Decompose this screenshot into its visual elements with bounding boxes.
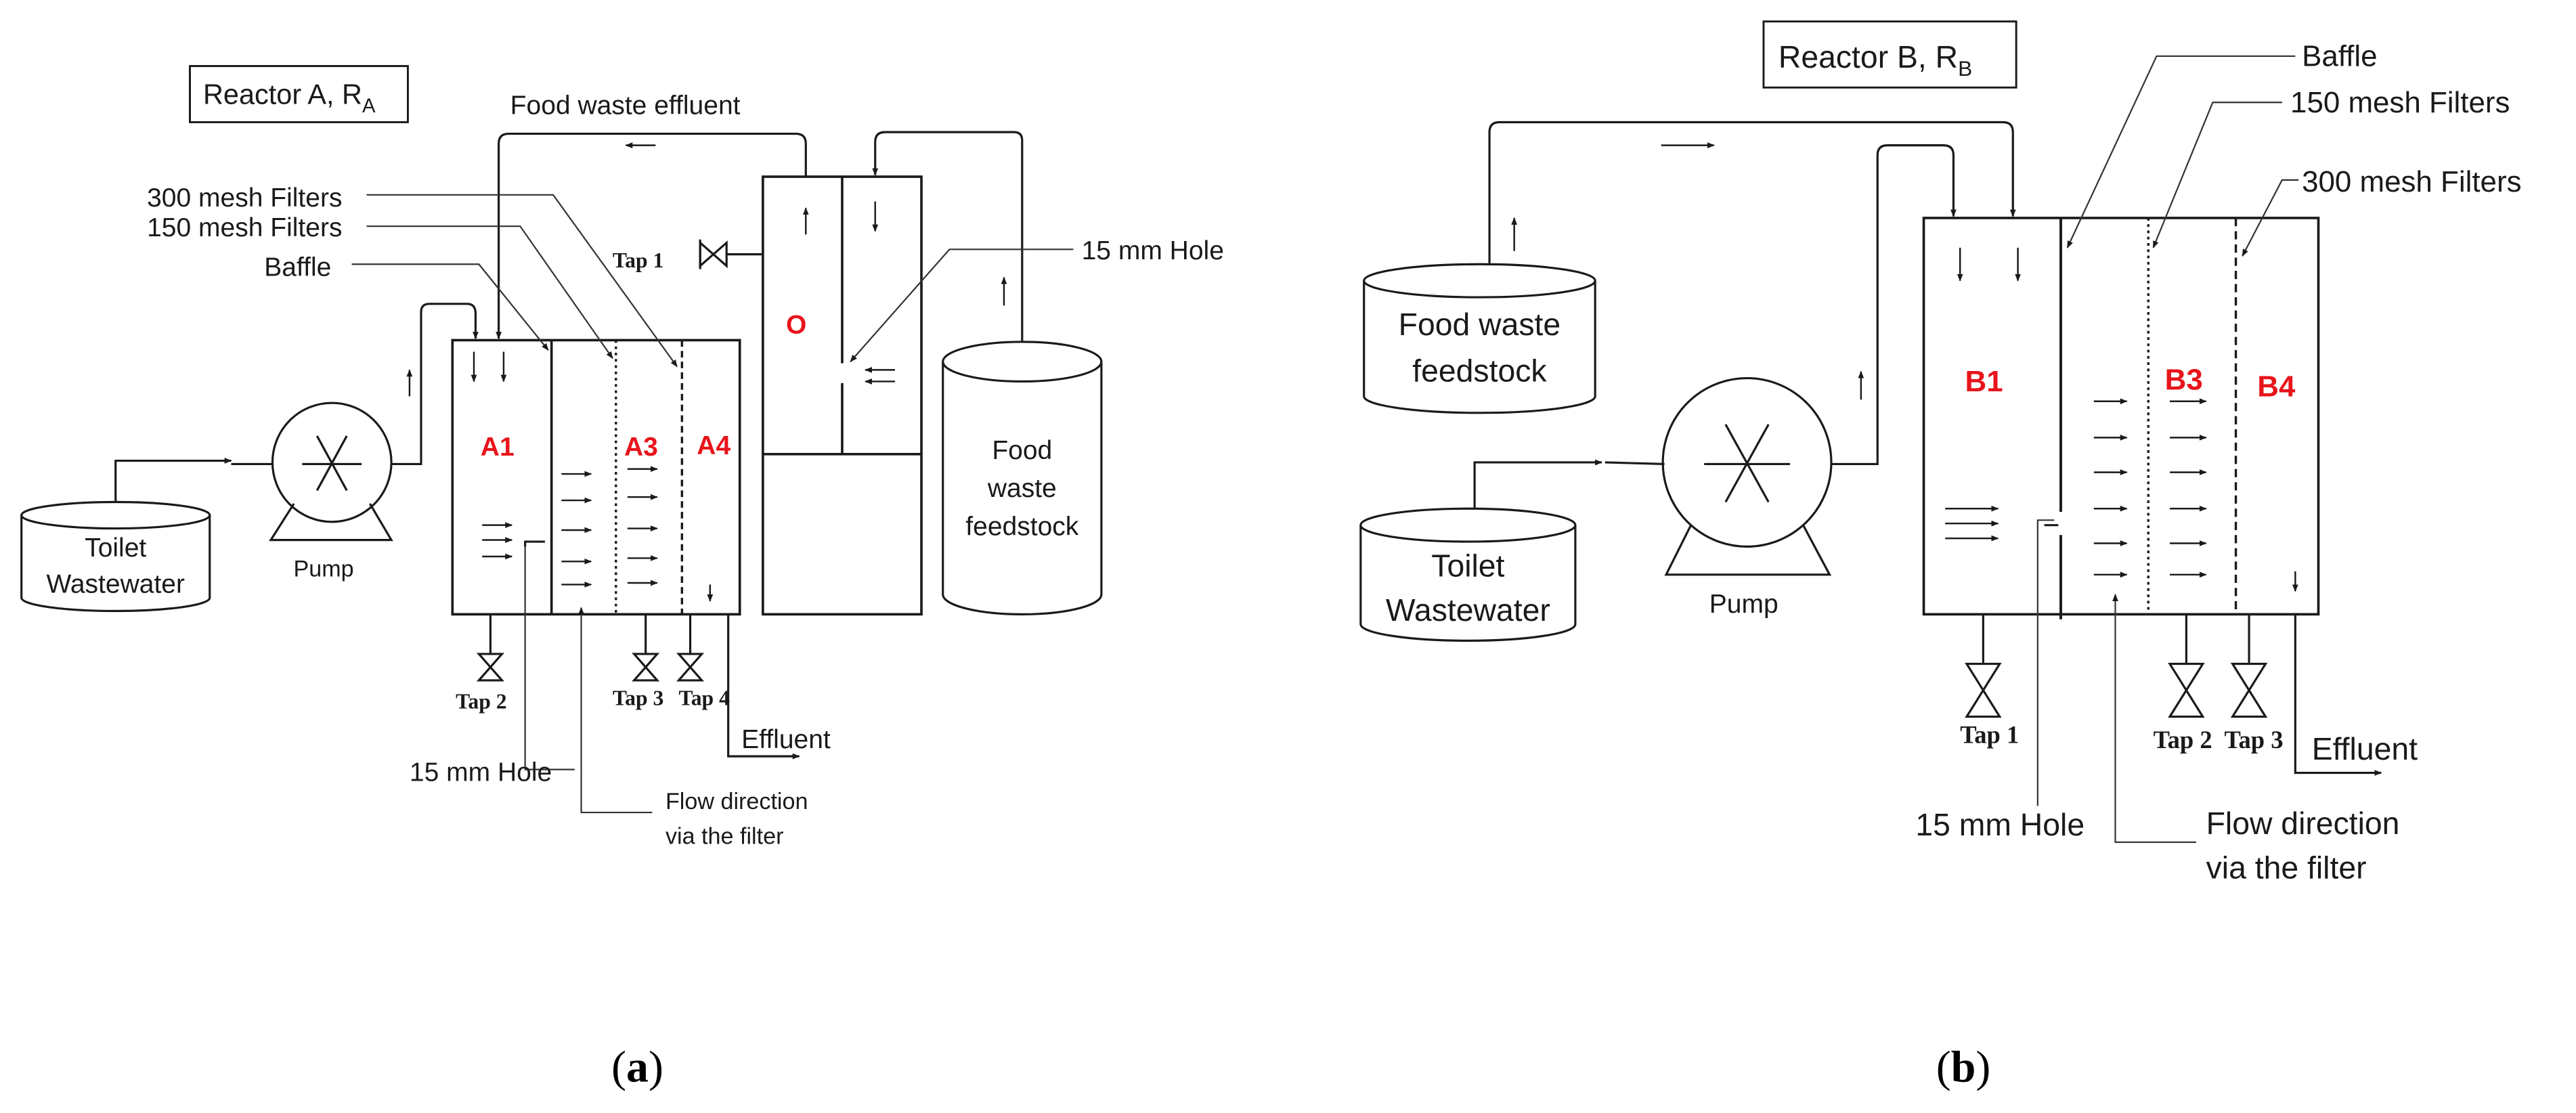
panel-a-leader-lines [351, 194, 1074, 814]
panel-b-mesh150-label: 150 mesh Filters [2290, 86, 2510, 119]
panel-b-text: Reactor B, RB Baffle 150 mesh Filters 30… [1386, 39, 2522, 1092]
panel-a-title: Reactor A, RA [203, 79, 376, 117]
panel-b [1359, 20, 2382, 844]
panel-a-compartment-o: O [786, 311, 806, 340]
panel-a-pump-label: Pump [293, 556, 353, 582]
panel-a-tap3-valve [632, 614, 660, 682]
panel-a-mesh300-label: 300 mesh Filters [147, 183, 342, 213]
panel-a-effluent-line [727, 614, 800, 760]
panel-b-mesh300-label: 300 mesh Filters [2302, 165, 2521, 198]
panel-a-compartment-a4: A4 [697, 431, 730, 460]
panel-a-hole-top-label: 15 mm Hole [1082, 236, 1224, 265]
panel-b-caption: (b) [1936, 1043, 1990, 1092]
panel-b-pipe-feedstock-reactor [1488, 121, 2016, 265]
panel-a-tap2-label: Tap 2 [456, 689, 506, 713]
panel-b-toilet-label-1: Toilet [1431, 548, 1504, 583]
panel-b-title-box [1762, 20, 2017, 89]
panel-b-effluent-line [2294, 614, 2382, 776]
panel-a-tap1-label: Tap 1 [613, 248, 663, 272]
panel-b-hole-label: 15 mm Hole [1915, 807, 2084, 842]
panel-b-effluent-label: Effluent [2312, 731, 2418, 766]
panel-b-toilet-label-2: Wastewater [1386, 592, 1550, 628]
panel-a-tap4-label: Tap 4 [678, 686, 730, 710]
panel-a-tap4-valve [676, 614, 705, 682]
panel-a-text: Reactor A, RA Food waste effluent 300 me… [46, 79, 1223, 1092]
panel-b-compartment-b4: B4 [2257, 370, 2296, 403]
panel-b-pump [1661, 376, 1833, 576]
panel-a-pipe-pump-reactor [391, 303, 479, 465]
panel-a-hole-bottom-label: 15 mm Hole [410, 758, 552, 787]
panel-b-reactor-vessel [1922, 217, 2320, 616]
panel-b-tap1-label: Tap 1 [1960, 721, 2019, 749]
panel-b-feedstock-tank [1363, 263, 1596, 414]
panel-b-feedstock-label-1: Food waste [1399, 307, 1560, 342]
panel-b-pipe-pump-reactor [1831, 144, 1957, 465]
panel-b-compartment-b3: B3 [2165, 364, 2203, 397]
panel-a-caption: (a) [611, 1043, 663, 1092]
panel-a-pipe-feedstock-o [872, 131, 1024, 342]
panel-b-title: Reactor B, RB [1778, 39, 1972, 81]
panel-a-mesh150-label: 150 mesh Filters [147, 213, 342, 242]
panel-a-pipe-toilet-pump [114, 458, 232, 502]
panel-b-feedstock-label-2: feedstock [1412, 353, 1547, 388]
panel-b-toilet-tank [1359, 507, 1577, 642]
panel-a-pipe-food-effluent [496, 132, 807, 340]
panel-b-tap2-valve [2168, 614, 2205, 718]
panel-a [20, 65, 1103, 814]
panel-a-reactor-vessel [451, 339, 741, 616]
panel-a-toilet-label-2: Wastewater [46, 570, 185, 599]
panel-a-tap3-label: Tap 3 [613, 686, 663, 710]
panel-a-baffle-label: Baffle [264, 253, 331, 282]
panel-b-tap3-label: Tap 3 [2224, 726, 2283, 754]
panel-a-compartment-a1: A1 [481, 433, 515, 462]
panel-b-compartment-b1: B1 [1965, 365, 2003, 398]
panel-a-flow-arrows [471, 351, 714, 602]
panel-b-tap3-valve [2230, 614, 2268, 718]
panel-a-title-box [189, 65, 409, 123]
panel-a-compartment-a3: A3 [624, 433, 658, 462]
panel-a-tap2-valve [476, 614, 504, 682]
panel-b-pipe-toilet-pump [1473, 459, 1603, 509]
panel-a-feedstock-label-3: feedstock [965, 512, 1078, 541]
panel-a-toilet-label-1: Toilet [85, 533, 146, 563]
panel-a-flow-label-2: via the filter [665, 823, 783, 849]
panel-b-pump-label: Pump [1709, 590, 1778, 619]
panel-b-tap1-valve [1965, 614, 2002, 718]
panel-a-tap1-valve [699, 239, 763, 269]
panel-a-food-waste-effluent-label: Food waste effluent [510, 91, 741, 120]
panel-a-flow-label-1: Flow direction [665, 789, 808, 814]
panel-b-leader-lines [2036, 55, 2299, 844]
panel-a-feedstock-label-2: waste [987, 474, 1057, 503]
panel-b-flow-label-2: via the filter [2206, 850, 2367, 886]
panel-a-effluent-label: Effluent [741, 725, 831, 754]
panel-b-tap2-label: Tap 2 [2154, 726, 2212, 754]
panel-b-flow-label-1: Flow direction [2206, 806, 2400, 841]
panel-a-pump [269, 401, 393, 542]
panel-b-baffle-label: Baffle [2302, 40, 2377, 73]
panel-b-flow-arrows [1945, 247, 2298, 592]
panel-a-feedstock-label-1: Food [992, 436, 1052, 465]
